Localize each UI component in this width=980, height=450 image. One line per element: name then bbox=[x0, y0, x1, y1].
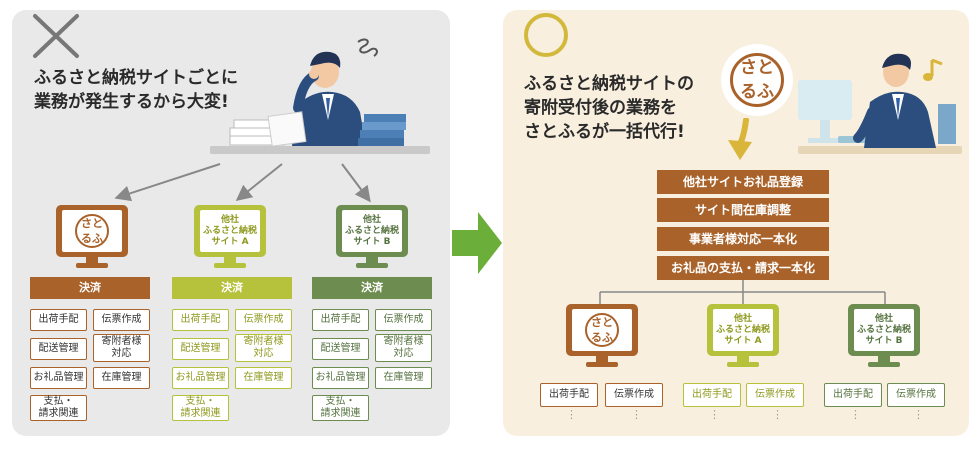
left-task: お礼品管理 bbox=[172, 367, 229, 389]
left-payment-bar-site-a: 決済 bbox=[172, 277, 292, 299]
right-task: 伝票作成 bbox=[746, 383, 804, 407]
cross-icon bbox=[33, 14, 79, 58]
left-monitor-site-a: 他社 ふるさと納税 サイト A bbox=[194, 205, 266, 269]
satofull-logo: さと るふ bbox=[585, 313, 619, 347]
right-ellipsis: ⋮ bbox=[772, 408, 783, 421]
left-task: 伝票作成 bbox=[93, 309, 150, 331]
right-task: 伝票作成 bbox=[605, 383, 663, 407]
right-ellipsis: ⋮ bbox=[913, 408, 924, 421]
service-item-2: サイト間在庫調整 bbox=[657, 198, 829, 222]
service-item-3: 事業者様対応一本化 bbox=[657, 227, 829, 251]
right-ellipsis: ⋮ bbox=[709, 408, 720, 421]
right-headline-line-1: ふるさと納税サイトの bbox=[524, 74, 694, 94]
left-payment-bar-site-b: 決済 bbox=[312, 277, 432, 299]
service-item-4: お礼品の支払・請求一本化 bbox=[657, 256, 829, 280]
left-task: 伝票作成 bbox=[375, 309, 432, 331]
left-task: 伝票作成 bbox=[235, 309, 292, 331]
left-headline-line-1: ふるさと納税サイトごとに bbox=[34, 68, 238, 88]
right-ellipsis: ⋮ bbox=[566, 408, 577, 421]
left-task: 支払・ 請求関連 bbox=[30, 395, 87, 421]
music-note-icon bbox=[923, 58, 943, 81]
left-task: 配送管理 bbox=[172, 338, 229, 360]
satofull-logo-large: さと るふ bbox=[730, 53, 784, 107]
left-headline-line-2: 業務が発生するから大変! bbox=[34, 92, 229, 112]
right-monitor-site-a: 他社 ふるさと納税 サイト A bbox=[707, 304, 779, 368]
left-task: 寄附者様 対応 bbox=[93, 334, 150, 362]
right-site-b-label: 他社 ふるさと納税 サイト B bbox=[854, 309, 914, 351]
down-arrow-icon bbox=[728, 118, 752, 160]
satofull-logo-bubble: さと るふ bbox=[721, 44, 793, 116]
left-task: 出荷手配 bbox=[312, 309, 369, 331]
left-payment-bar-satofull: 決済 bbox=[30, 277, 150, 299]
left-task: 支払・ 請求関連 bbox=[172, 395, 229, 421]
left-task: 出荷手配 bbox=[30, 309, 87, 331]
left-task: 配送管理 bbox=[30, 338, 87, 360]
left-task: 寄附者様 対応 bbox=[235, 334, 292, 362]
right-site-a-label: 他社 ふるさと納税 サイト A bbox=[713, 309, 773, 351]
left-task: 在庫管理 bbox=[93, 367, 150, 389]
worried-worker-illustration bbox=[210, 38, 430, 154]
left-headline: ふるさと納税サイトごとに 業務が発生するから大変! bbox=[34, 66, 238, 114]
right-ellipsis: ⋮ bbox=[631, 408, 642, 421]
right-ellipsis: ⋮ bbox=[850, 408, 861, 421]
right-task: 出荷手配 bbox=[683, 383, 741, 407]
left-task: 寄附者様 対応 bbox=[375, 334, 432, 362]
right-headline: ふるさと納税サイトの 寄附受付後の業務を さとふるが一括代行! bbox=[524, 72, 694, 144]
right-task: 出荷手配 bbox=[824, 383, 882, 407]
right-connector-lines bbox=[599, 280, 886, 304]
left-site-a-label: 他社 ふるさと納税 サイト A bbox=[200, 210, 260, 252]
right-task: 出荷手配 bbox=[540, 383, 598, 407]
left-task: 在庫管理 bbox=[375, 367, 432, 389]
left-site-b-label: 他社 ふるさと納税 サイト B bbox=[342, 210, 402, 252]
right-task: 伝票作成 bbox=[887, 383, 945, 407]
right-headline-line-2: 寄附受付後の業務を bbox=[524, 98, 677, 118]
left-task: 出荷手配 bbox=[172, 309, 229, 331]
right-monitor-satofull: さと るふ bbox=[566, 304, 638, 368]
right-monitor-site-b: 他社 ふるさと納税 サイト B bbox=[848, 304, 920, 368]
left-task: 配送管理 bbox=[312, 338, 369, 360]
left-task: お礼品管理 bbox=[312, 367, 369, 389]
left-task: 支払・ 請求関連 bbox=[312, 395, 369, 421]
happy-worker-illustration bbox=[798, 53, 962, 154]
left-task: 在庫管理 bbox=[235, 367, 292, 389]
scribble-icon bbox=[357, 38, 378, 57]
right-headline-line-3: さとふるが一括代行! bbox=[524, 122, 685, 142]
right-arrow-icon bbox=[452, 212, 502, 274]
service-item-1: 他社サイトお礼品登録 bbox=[657, 170, 829, 194]
left-connector-arrows bbox=[114, 163, 371, 203]
left-monitor-satofull: さと るふ bbox=[56, 205, 128, 269]
left-monitor-site-b: 他社 ふるさと納税 サイト B bbox=[336, 205, 408, 269]
satofull-logo: さと るふ bbox=[75, 214, 109, 248]
left-task: お礼品管理 bbox=[30, 367, 87, 389]
circle-icon bbox=[524, 13, 568, 57]
